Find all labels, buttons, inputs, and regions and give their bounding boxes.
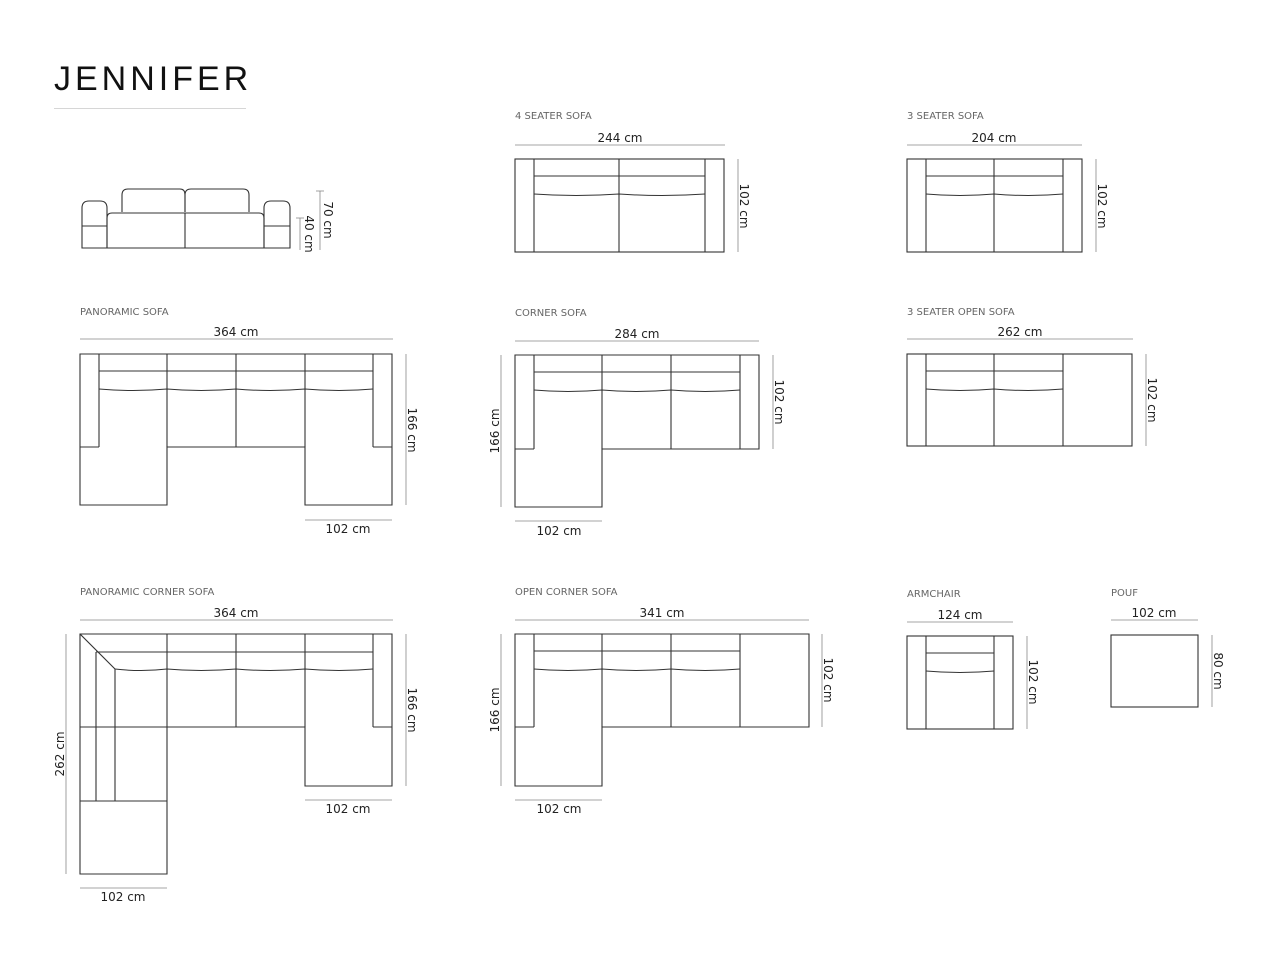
open-corner-module: 102 cm <box>536 802 581 816</box>
sofa-front-view: 70 cm 40 cm <box>81 188 335 253</box>
panoramic-depth: 166 cm <box>405 407 419 452</box>
pouf-depth: 80 cm <box>1211 652 1225 689</box>
open-sofa-depth: 102 cm <box>1145 377 1159 422</box>
armchair-width: 124 cm <box>937 608 982 622</box>
corner-sofa: CORNER SOFA 284 cm 102 cm 166 cm 102 cm <box>488 308 786 538</box>
armchair: ARMCHAIR 124 cm 102 cm <box>906 589 1040 730</box>
pouf-title: POUF <box>1111 588 1138 599</box>
panoramic-corner-depth: 166 cm <box>405 687 419 732</box>
panoramic-corner-side-depth: 262 cm <box>53 731 67 776</box>
open-corner-width: 341 cm <box>639 606 684 620</box>
four-seater-width: 244 cm <box>597 131 642 145</box>
panoramic-module: 102 cm <box>325 522 370 536</box>
open-corner-sofa: OPEN CORNER SOFA 341 cm 102 cm 166 cm 10… <box>488 587 835 816</box>
open-sofa-width: 262 cm <box>997 325 1042 339</box>
open-corner-depth: 102 cm <box>821 657 835 702</box>
corner-title: CORNER SOFA <box>515 308 587 319</box>
corner-module: 102 cm <box>536 524 581 538</box>
open-corner-title: OPEN CORNER SOFA <box>515 587 618 598</box>
panoramic-width: 364 cm <box>213 325 258 339</box>
four-seater-depth: 102 cm <box>737 183 751 228</box>
panoramic-sofa: PANORAMIC SOFA 364 cm 166 cm 102 cm <box>79 307 419 536</box>
three-seater-sofa: 3 SEATER SOFA 204 cm 102 cm <box>906 111 1109 253</box>
panoramic-corner-module-bottom: 102 cm <box>100 890 145 904</box>
corner-side-depth: 166 cm <box>488 408 502 453</box>
armchair-depth: 102 cm <box>1026 659 1040 704</box>
panoramic-corner-sofa: PANORAMIC CORNER SOFA 364 cm 166 cm 262 … <box>53 587 419 904</box>
corner-depth: 102 cm <box>772 379 786 424</box>
title-divider <box>54 108 246 109</box>
three-seater-open-sofa: 3 SEATER OPEN SOFA 262 cm 102 cm <box>906 307 1159 447</box>
brand-title: JENNIFER <box>54 60 253 98</box>
three-seater-title: 3 SEATER SOFA <box>907 111 984 122</box>
panoramic-title: PANORAMIC SOFA <box>80 307 169 318</box>
three-seater-width: 204 cm <box>971 131 1016 145</box>
front-total-height: 70 cm <box>321 201 335 238</box>
corner-width: 284 cm <box>614 327 659 341</box>
panoramic-corner-title: PANORAMIC CORNER SOFA <box>80 587 214 598</box>
open-corner-side-depth: 166 cm <box>488 687 502 732</box>
three-seater-depth: 102 cm <box>1095 183 1109 228</box>
panoramic-corner-module-right: 102 cm <box>325 802 370 816</box>
armchair-title: ARMCHAIR <box>907 589 961 600</box>
four-seater-sofa: 4 SEATER SOFA 244 cm 102 cm <box>514 111 751 253</box>
four-seater-title: 4 SEATER SOFA <box>515 111 592 122</box>
pouf-width: 102 cm <box>1131 606 1176 620</box>
panoramic-corner-width: 364 cm <box>213 606 258 620</box>
pouf: POUF 102 cm 80 cm <box>1110 588 1225 708</box>
open-sofa-title: 3 SEATER OPEN SOFA <box>907 307 1015 318</box>
front-seat-height: 40 cm <box>302 215 316 252</box>
